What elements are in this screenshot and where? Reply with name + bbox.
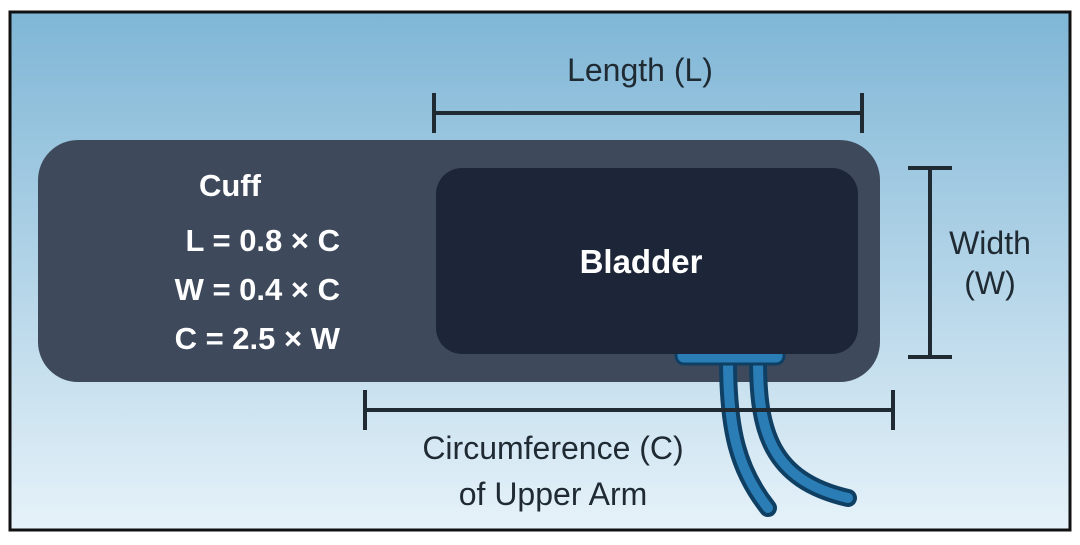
length-dimension-line (432, 93, 864, 133)
cuff-formula-width: W = 0.4 × C (174, 272, 340, 307)
width-dimension-line (908, 166, 952, 359)
cuff-formula-circumference: C = 2.5 × W (174, 321, 340, 356)
circumference-label-line2: of Upper Arm (458, 476, 648, 512)
tube-left-highlight (723, 355, 773, 513)
tube-right-highlight (753, 355, 853, 503)
width-label-line1: Width (949, 225, 1031, 261)
cuff-formula-length: L = 0.8 × C (185, 223, 340, 258)
bladder-label: Bladder (579, 243, 703, 280)
length-label: Length (L) (567, 52, 713, 88)
circumference-dimension-line (363, 390, 895, 430)
cuff-title: Cuff (199, 168, 261, 203)
circumference-label: Circumference (C) of Upper Arm (368, 425, 738, 517)
width-label-line2: (W) (964, 265, 1016, 301)
circumference-label-line1: Circumference (C) (422, 430, 684, 466)
bladder-shape (436, 168, 858, 354)
cuff-formula-list: L = 0.8 × C W = 0.4 × C C = 2.5 × W (100, 216, 340, 363)
width-label: Width (W) (925, 223, 1055, 303)
